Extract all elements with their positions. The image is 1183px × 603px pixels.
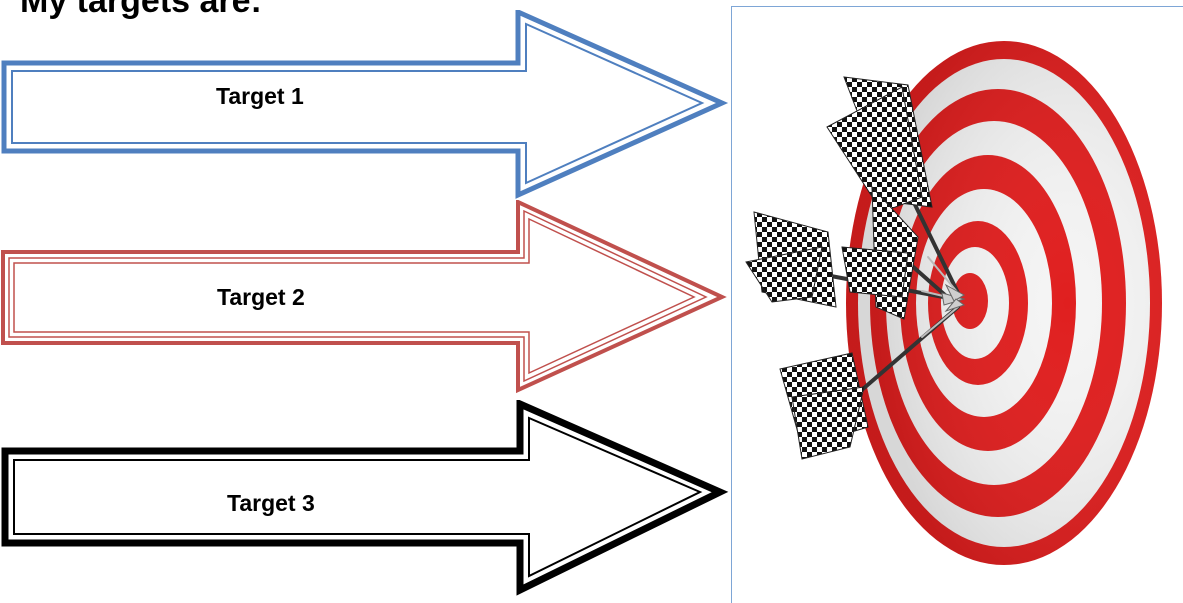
target-rings bbox=[846, 41, 1162, 565]
dartboard-image-frame bbox=[731, 6, 1183, 603]
dartboard-image bbox=[745, 41, 1162, 565]
target-3-label: Target 3 bbox=[227, 490, 315, 516]
dart-flights bbox=[745, 76, 933, 460]
target-2-arrow bbox=[0, 200, 730, 395]
target-1-label: Target 1 bbox=[216, 83, 304, 109]
target-2-label: Target 2 bbox=[217, 284, 305, 310]
page-heading: My targets are: bbox=[20, 0, 262, 20]
target-1-arrow bbox=[0, 10, 730, 200]
target-3-arrow bbox=[0, 400, 730, 600]
